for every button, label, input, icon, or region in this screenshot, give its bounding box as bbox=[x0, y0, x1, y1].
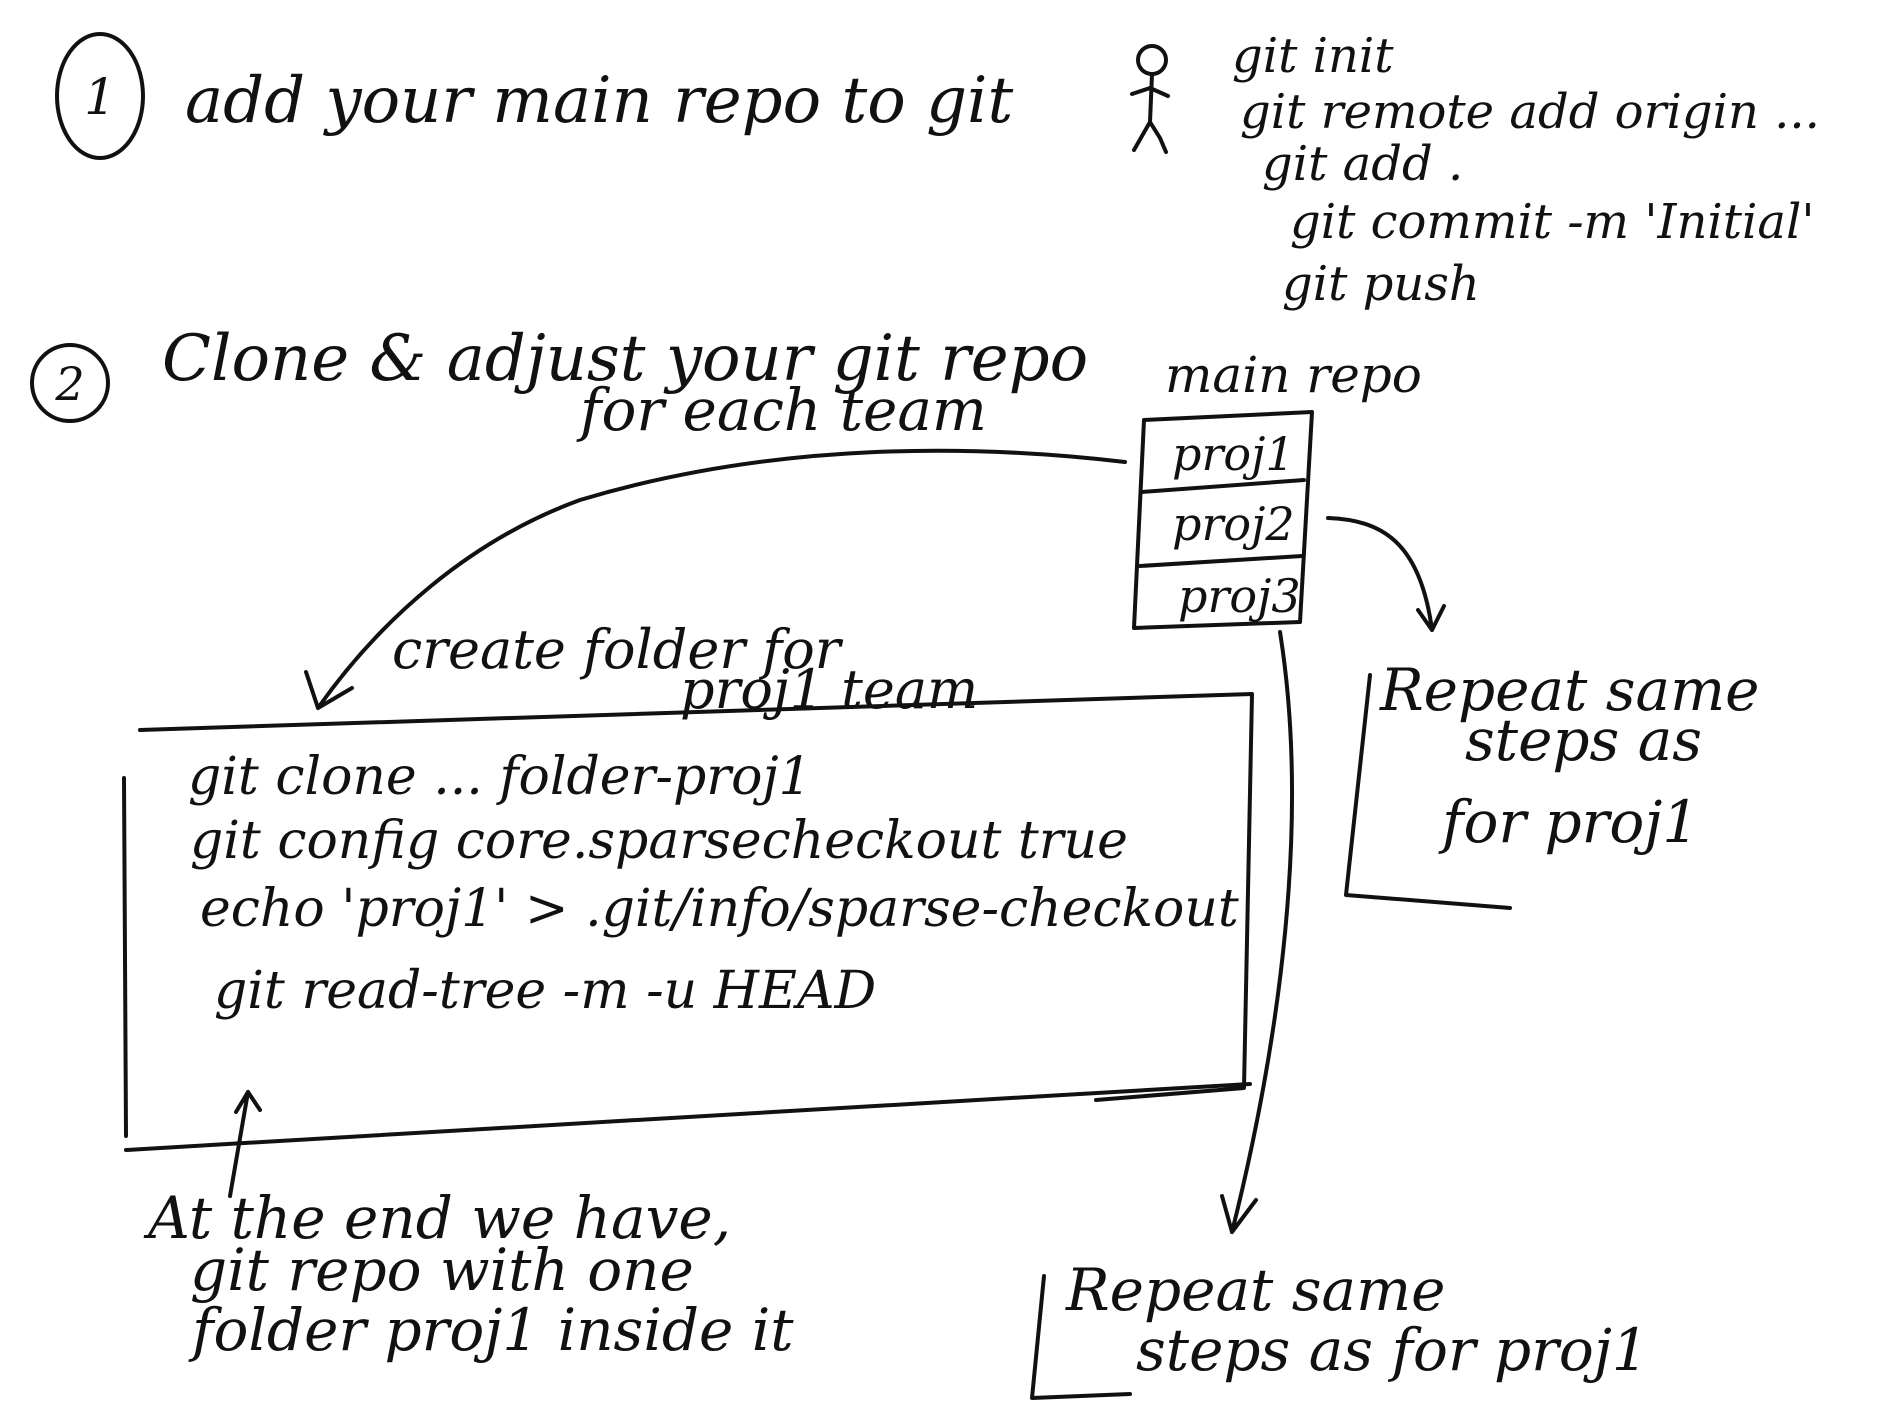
repeat-proj2-note: Repeat same steps as for proj1 bbox=[1344, 656, 1759, 910]
step1-number-circle bbox=[55, 32, 145, 160]
create-folder-note-line1: create folder for bbox=[392, 618, 844, 681]
clone-arrow bbox=[304, 448, 1127, 710]
repeat-proj3-line1: Repeat same bbox=[1065, 1256, 1445, 1324]
command-line: git clone ... folder-proj1 bbox=[188, 747, 812, 807]
step2-number: 2 bbox=[54, 357, 84, 411]
main-repo-box: proj1 proj2 proj3 bbox=[1132, 410, 1314, 630]
repeat-proj2-bracket bbox=[1344, 673, 1512, 910]
step1-title: add your main repo to git bbox=[185, 64, 1014, 138]
repeat-proj3-bracket bbox=[1030, 1274, 1132, 1400]
main-repo-label: main repo bbox=[1165, 346, 1422, 404]
step2-title-line2: for each team bbox=[576, 376, 987, 444]
result-note-line2: git repo with one bbox=[190, 1236, 694, 1304]
repo-folder-proj3: proj3 bbox=[1178, 569, 1301, 623]
step2-title-line1: Clone & adjust your git repo bbox=[162, 322, 1088, 396]
command-line: git read-tree -m -u HEAD bbox=[214, 961, 876, 1021]
repeat-proj2-line1: Repeat same bbox=[1379, 656, 1759, 724]
command-line: git commit -m 'Initial' bbox=[1290, 194, 1815, 250]
team-commands-box bbox=[122, 692, 1254, 1152]
repeat-proj2-line3: for proj1 bbox=[1438, 788, 1699, 856]
command-line: git add . bbox=[1262, 136, 1463, 192]
step1-number: 1 bbox=[84, 68, 116, 126]
repo-folder-proj2: proj2 bbox=[1172, 497, 1295, 551]
command-line: git push bbox=[1282, 256, 1480, 312]
command-line: git remote add origin ... bbox=[1240, 84, 1820, 140]
stick-figure-icon bbox=[1130, 44, 1170, 154]
command-line: git config core.sparsecheckout true bbox=[190, 811, 1128, 871]
repo-folder-proj1: proj1 bbox=[1172, 427, 1295, 481]
repeat-proj3-line2: steps as for proj1 bbox=[1136, 1316, 1649, 1384]
command-line: echo 'proj1' > .git/info/sparse-checkout bbox=[200, 879, 1239, 939]
step1-commands: git init git remote add origin ... git a… bbox=[1232, 28, 1820, 312]
repeat-proj2-line2: steps as bbox=[1465, 706, 1702, 774]
proj3-arrow bbox=[1220, 630, 1295, 1234]
result-arrow bbox=[228, 1090, 262, 1198]
team-commands: git clone ... folder-proj1 git config co… bbox=[188, 747, 1239, 1021]
proj2-arrow bbox=[1326, 516, 1446, 632]
result-note-line3: folder proj1 inside it bbox=[188, 1296, 794, 1364]
command-line: git init bbox=[1232, 28, 1394, 84]
step2-number-circle bbox=[30, 343, 110, 423]
result-note: At the end we have, git repo with one fo… bbox=[143, 1184, 794, 1364]
result-note-line1: At the end we have, bbox=[143, 1184, 731, 1252]
repeat-proj3-note: Repeat same steps as for proj1 bbox=[1030, 1256, 1649, 1400]
